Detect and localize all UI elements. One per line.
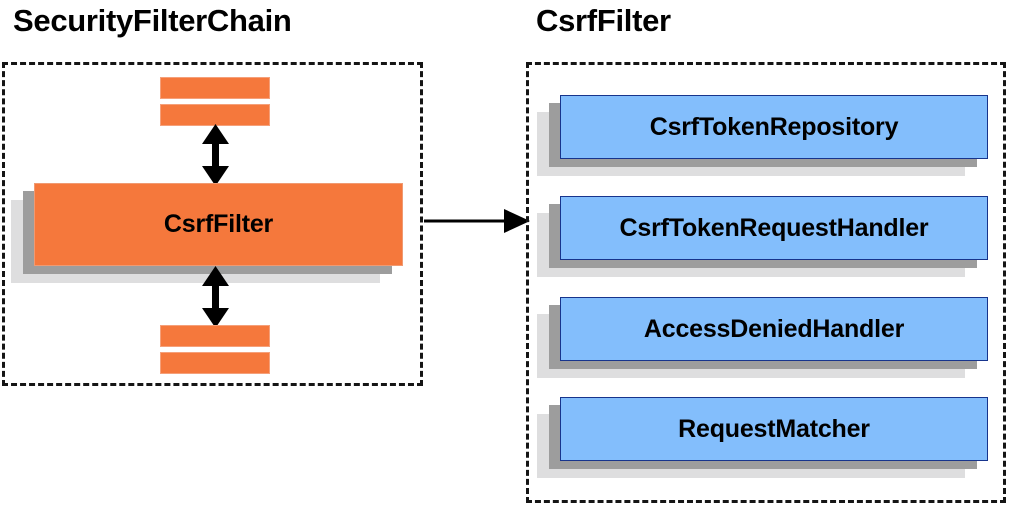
filter-bar-bottom-1 [160,325,270,347]
csrf-filter-box-face: CsrfFilter [34,183,403,266]
component-box-csrf-token-request-handler: CsrfTokenRequestHandler [537,196,988,277]
component-label: RequestMatcher [678,414,870,443]
csrf-filter-box-label: CsrfFilter [163,210,274,238]
csrf-filter-box: CsrfFilter [11,183,403,283]
component-label: CsrfTokenRepository [649,112,899,141]
filter-bar-bottom-2 [160,352,270,374]
component-box-csrf-token-repository: CsrfTokenRepository [537,95,988,176]
component-face: AccessDeniedHandler [560,297,988,361]
component-box-request-matcher: RequestMatcher [537,397,988,478]
filter-bar-top-1 [160,77,270,99]
component-box-access-denied-handler: AccessDeniedHandler [537,297,988,378]
security-filter-chain-container [2,62,423,386]
chain-down-arrow [202,266,229,328]
chain-to-filter-arrow [424,209,530,233]
component-face: CsrfTokenRequestHandler [560,196,988,260]
component-face: CsrfTokenRepository [560,95,988,159]
chain-up-arrow [202,124,229,186]
component-face: RequestMatcher [560,397,988,461]
csrf-filter-container [526,62,1006,503]
component-label: CsrfTokenRequestHandler [619,213,929,242]
panel-title-csrf-filter: CsrfFilter [536,3,671,38]
filter-bar-top-2 [160,104,270,126]
component-label: AccessDeniedHandler [643,314,905,343]
panel-title-security-filter-chain: SecurityFilterChain [13,3,292,38]
